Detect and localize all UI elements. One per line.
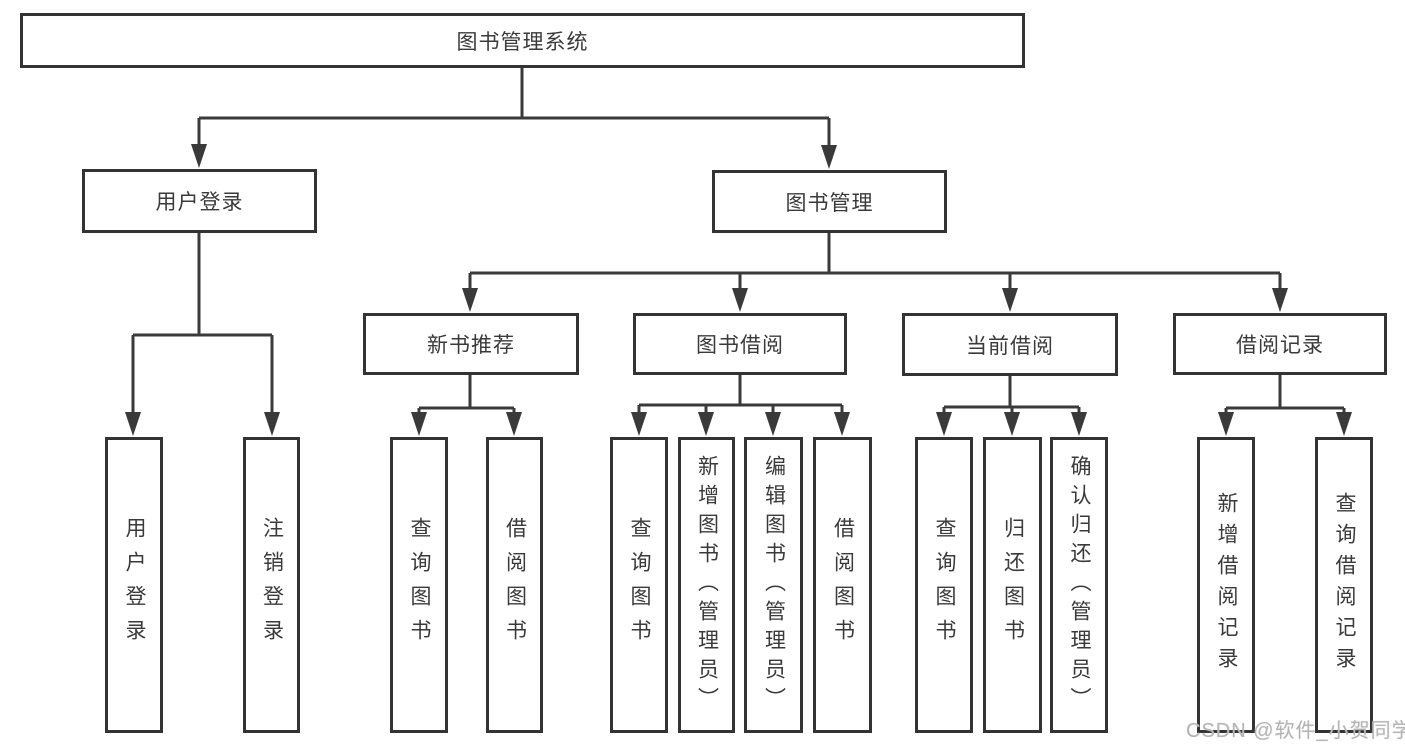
leaf-query-borrow-record: 查询借阅记录 xyxy=(1315,437,1373,733)
node-label: 借阅记录 xyxy=(1236,334,1324,357)
leaf-logout: 注销登录 xyxy=(243,437,300,733)
node-label: 图书借阅 xyxy=(696,334,784,357)
leaf-query-books-current: 查询图书 xyxy=(915,437,973,733)
node-label: 新书推荐 xyxy=(427,334,515,357)
leaf-label: 确认归还（管理员） xyxy=(1068,454,1091,716)
csdn-watermark: CSDN @软件_小贺同学 xyxy=(1186,720,1405,742)
leaf-label: 查询借阅记录 xyxy=(1333,492,1356,678)
leaf-confirm-return-admin: 确认归还（管理员） xyxy=(1050,437,1108,733)
connector-segments xyxy=(131,68,1346,424)
leaf-add-borrow-record: 新增借阅记录 xyxy=(1197,437,1255,733)
node-label: 当前借阅 xyxy=(966,334,1054,358)
node-book-borrowing: 图书借阅 xyxy=(633,313,847,375)
arrowheads xyxy=(125,144,1352,436)
leaf-borrow-books-borrowing: 借阅图书 xyxy=(813,437,872,733)
leaf-label: 查询图书 xyxy=(628,517,651,653)
leaf-label: 注销登录 xyxy=(260,517,284,653)
leaf-label: 新增图书（管理员） xyxy=(695,454,719,716)
node-current-borrowing: 当前借阅 xyxy=(902,313,1118,376)
node-root: 图书管理系统 xyxy=(20,13,1025,68)
leaf-query-books-recommend: 查询图书 xyxy=(390,437,448,733)
leaf-user-login: 用户登录 xyxy=(105,437,163,733)
node-root-label: 图书管理系统 xyxy=(456,30,589,54)
leaf-edit-book-admin: 编辑图书（管理员） xyxy=(744,437,803,733)
node-label: 图书管理 xyxy=(785,191,874,215)
leaf-label: 借阅图书 xyxy=(503,517,527,653)
leaf-label: 查询图书 xyxy=(408,517,431,653)
node-new-book-recommend: 新书推荐 xyxy=(363,313,579,375)
leaf-label: 用户登录 xyxy=(123,517,146,653)
leaf-return-books: 归还图书 xyxy=(983,437,1042,733)
leaf-add-book-admin: 新增图书（管理员） xyxy=(678,437,735,733)
leaf-query-books-borrowing: 查询图书 xyxy=(610,437,668,733)
leaf-label: 查询图书 xyxy=(933,517,956,653)
leaf-label: 归还图书 xyxy=(1001,517,1025,653)
node-book-management-branch: 图书管理 xyxy=(712,170,947,233)
leaf-label: 编辑图书（管理员） xyxy=(762,454,786,716)
leaf-label: 借阅图书 xyxy=(831,517,855,653)
leaf-label: 新增借阅记录 xyxy=(1215,492,1238,678)
node-label: 用户登录 xyxy=(155,191,244,214)
node-borrowing-records: 借阅记录 xyxy=(1173,313,1387,375)
leaf-borrow-books-recommend: 借阅图书 xyxy=(486,437,543,733)
node-user-login-branch: 用户登录 xyxy=(82,169,317,233)
